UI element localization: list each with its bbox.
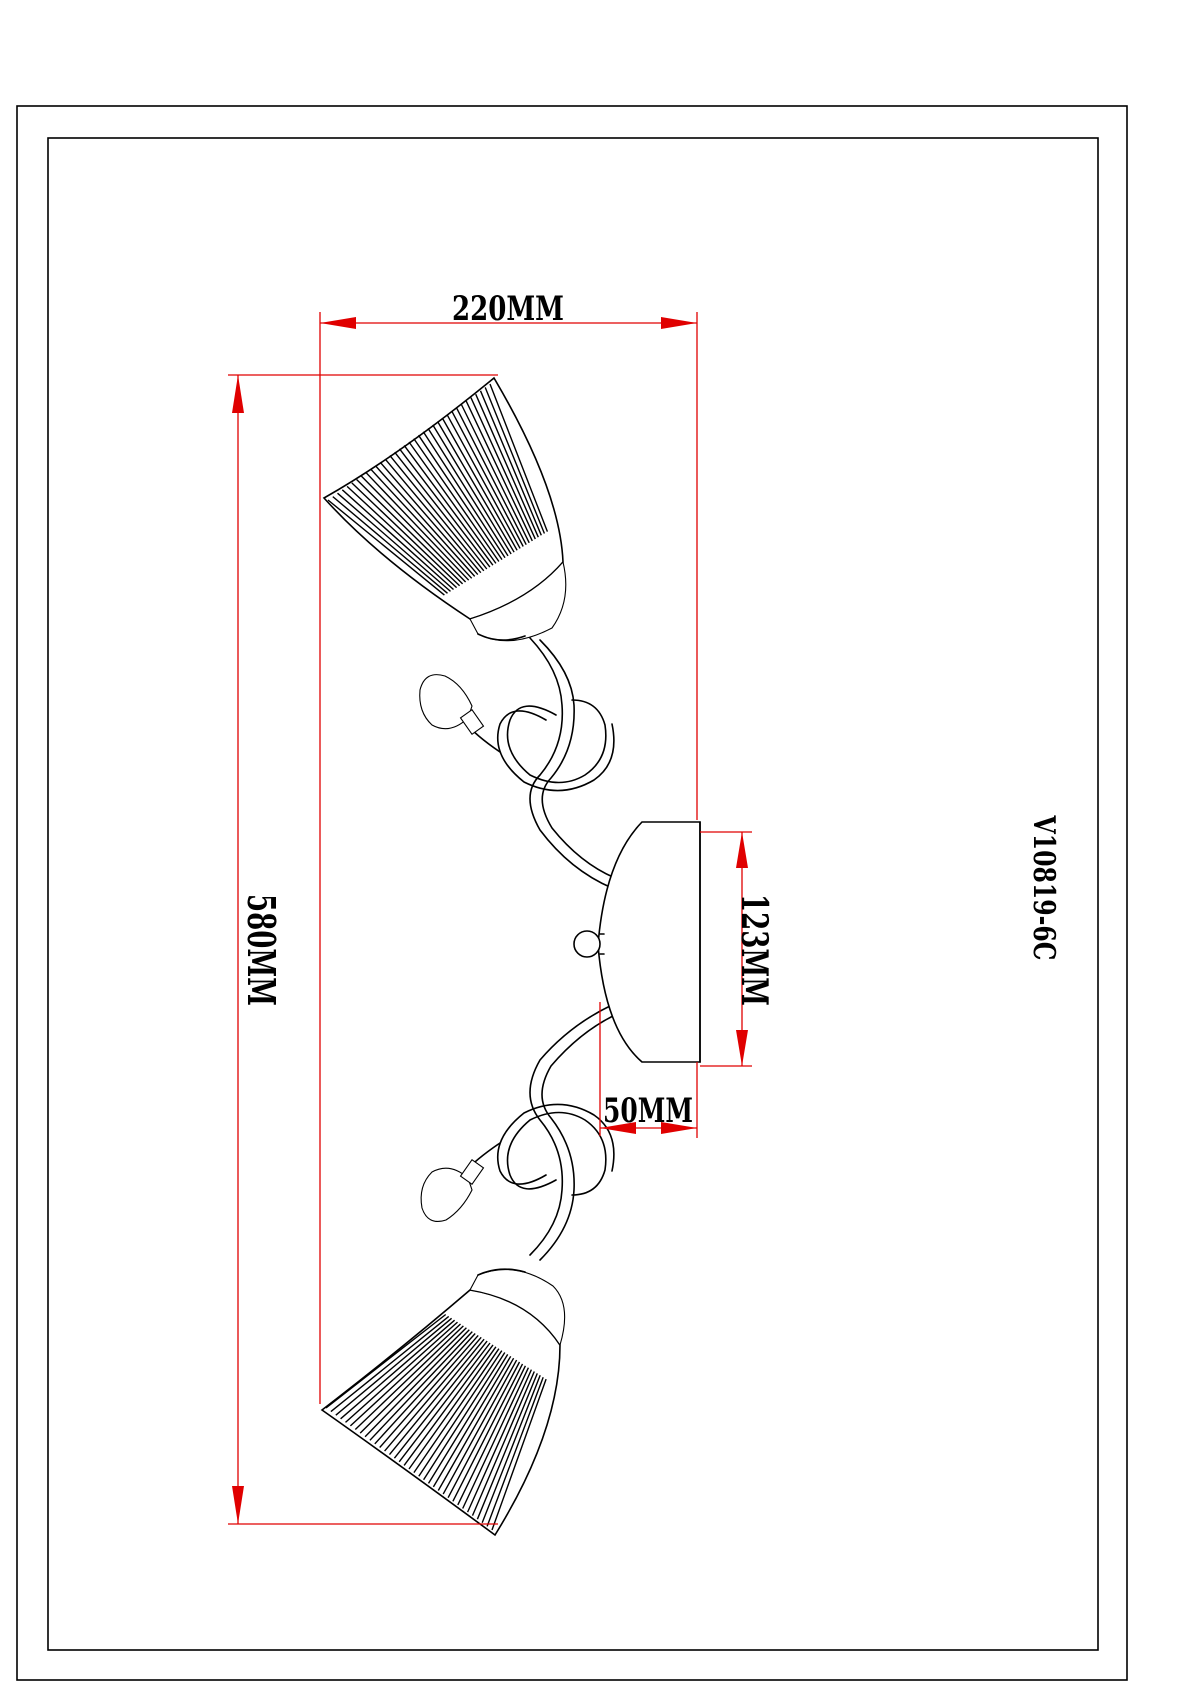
shade-rib — [417, 434, 503, 560]
shade-rib — [332, 496, 448, 594]
shade-rib — [475, 393, 539, 538]
shade-rib — [479, 390, 542, 536]
shade-rib — [432, 424, 512, 555]
shade-rib — [460, 404, 530, 544]
shade-rib — [423, 1352, 506, 1481]
dimension-width: 220MM — [319, 289, 698, 1404]
shade-rib — [432, 1355, 512, 1488]
shade-rib — [384, 458, 482, 574]
shade-rib — [370, 468, 473, 579]
shade-rib — [327, 499, 445, 596]
shade-rib — [337, 492, 451, 592]
shade-rib — [346, 485, 458, 589]
shade-rib — [354, 1325, 464, 1431]
shade-rib — [441, 417, 518, 551]
shade-rib — [369, 1331, 473, 1441]
shade-rib — [486, 1376, 544, 1527]
shade-rib — [436, 421, 515, 553]
shade-rib — [471, 1371, 535, 1516]
shade-rib — [340, 1319, 456, 1420]
dimension-base-depth: 50MM — [599, 1002, 697, 1136]
canopy-screw — [573, 930, 601, 958]
shade-rib — [375, 465, 476, 577]
shade-rib — [379, 462, 479, 576]
shade-rib — [462, 1367, 530, 1509]
width-label: 220MM — [452, 289, 564, 329]
shade-rib — [484, 387, 546, 534]
shade-rib — [394, 451, 488, 570]
shade-rib — [365, 472, 470, 581]
shade-rib — [455, 407, 527, 546]
lower-bulb — [420, 1159, 485, 1223]
shade-rib — [422, 431, 506, 559]
shade-rib — [413, 438, 500, 562]
shade-rib — [447, 1361, 521, 1499]
shade-rib — [408, 1346, 497, 1470]
shade-rib — [470, 397, 536, 540]
shade-rib — [491, 1378, 547, 1531]
shade-rib — [384, 1336, 482, 1452]
canopy-base — [573, 821, 701, 1063]
shade-rib — [446, 414, 521, 549]
shade-rib — [442, 1359, 518, 1495]
shade-rib — [379, 1334, 479, 1448]
shade-rib — [466, 1369, 533, 1513]
shade-rib — [393, 1340, 488, 1459]
shade-rib — [403, 1344, 494, 1466]
shade-rib — [451, 410, 524, 547]
upper-shade — [322, 376, 567, 642]
shade-rib — [374, 1333, 476, 1445]
shade-rib — [359, 1327, 467, 1434]
inner-frame — [47, 137, 1099, 1651]
shade-rib — [356, 479, 464, 585]
base-height-label: 123MM — [733, 894, 775, 1006]
shade-rib — [389, 455, 485, 572]
shade-rib — [452, 1363, 524, 1502]
base-depth-label: 50MM — [603, 1091, 693, 1131]
dimension-length: 580MM — [228, 374, 498, 1525]
shade-rib — [351, 482, 461, 587]
shade-rib — [345, 1321, 458, 1423]
shade-rib — [403, 444, 494, 566]
upper-arm — [464, 637, 616, 889]
dimension-base-height: 123MM — [700, 831, 775, 1067]
shade-rib — [330, 1315, 450, 1413]
shade-rib — [335, 1317, 453, 1416]
lower-arm — [464, 1004, 616, 1261]
shade-rib — [457, 1365, 527, 1506]
shade-rib — [325, 1313, 447, 1409]
shade-rib — [388, 1338, 485, 1456]
shade-rib — [413, 1348, 500, 1473]
upper-bulb — [419, 674, 485, 735]
shade-rib — [341, 489, 454, 591]
shade-rib — [465, 400, 533, 542]
shade-rib — [408, 441, 497, 564]
outer-frame — [16, 105, 1128, 1681]
length-label: 580MM — [239, 894, 284, 1006]
shade-rib — [398, 1342, 491, 1463]
shade-rib — [364, 1329, 470, 1438]
lamp-fixture — [320, 376, 701, 1537]
shade-rib — [418, 1350, 503, 1477]
shade-rib — [481, 1375, 541, 1524]
lower-shade — [320, 1268, 566, 1537]
shade-rib — [398, 448, 491, 568]
shade-rib — [427, 428, 509, 557]
shade-rib — [360, 475, 467, 583]
shade-rib — [489, 383, 549, 532]
shade-rib — [427, 1354, 509, 1484]
shade-rib — [437, 1357, 515, 1491]
model-number: V10819-6C — [1026, 815, 1061, 961]
shade-rib — [349, 1323, 461, 1427]
shade-rib — [476, 1373, 538, 1520]
